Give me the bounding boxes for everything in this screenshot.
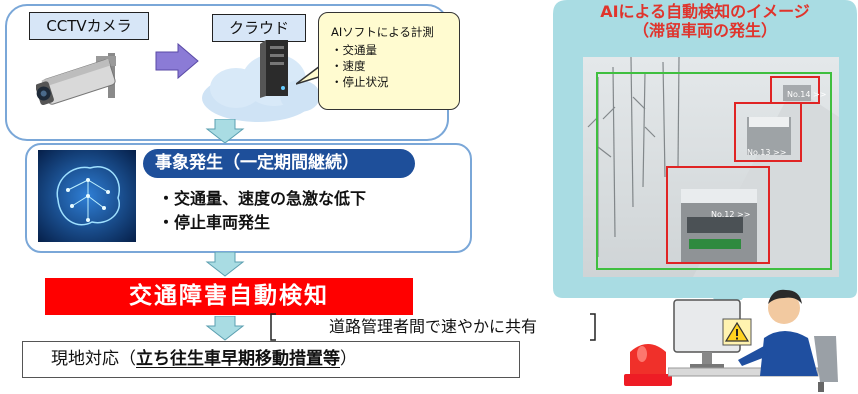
ai-brain-icon — [38, 150, 136, 242]
down-arrow-icon — [205, 252, 245, 277]
ai-image-title-line2: （滞留車両の発生） — [632, 21, 777, 40]
action-prefix: 現地対応（ — [51, 349, 136, 369]
event-bullet-sudden-drop: ・交通量、速度の急激な低下 — [158, 189, 367, 208]
detection-box — [770, 76, 820, 104]
cctv-camera-icon — [36, 53, 116, 106]
rotating-light-icon — [624, 344, 672, 386]
right-arrow-icon — [155, 42, 199, 80]
ai-software-callout: AIソフトによる計測 ・交通量 ・速度 ・停止状況 — [318, 12, 460, 110]
down-arrow-icon — [205, 316, 245, 341]
share-note: 道路管理者間で速やかに共有 — [328, 317, 537, 336]
ai-software-title: AIソフトによる計測 — [331, 25, 434, 39]
ai-image-title-line1: AIによる自動検知のイメージ — [600, 2, 810, 21]
detection-label: No.13 >> — [747, 148, 786, 157]
detection-banner: 交通障害自動検知 — [45, 278, 413, 315]
truck-vehicle — [681, 189, 757, 263]
metric-stop-status: ・停止状況 — [331, 75, 389, 89]
far-vehicle — [783, 85, 811, 101]
cctv-label: CCTVカメラ — [29, 12, 149, 40]
car-vehicle — [747, 117, 791, 155]
detection-area-outline — [596, 72, 832, 270]
action-suffix: ） — [340, 349, 357, 369]
server-icon — [260, 40, 288, 98]
operator-icon — [668, 289, 838, 392]
onsite-response: 現地対応（立ち往生車早期移動措置等） — [22, 341, 520, 378]
cloud-label: クラウド — [212, 14, 306, 42]
metric-speed: ・速度 — [331, 59, 366, 73]
snow-camera-image: No.14 >> No.13 >> No.12 >> — [583, 57, 839, 277]
event-bullet-stopped-vehicle: ・停止車両発生 — [158, 213, 271, 232]
action-emphasis: 立ち往生車早期移動措置等 — [136, 349, 340, 369]
detection-label: No.14 >> — [787, 90, 826, 99]
detection-box — [666, 166, 770, 264]
event-title: 事象発生（一定期間継続） — [143, 149, 415, 178]
detection-box — [734, 102, 802, 162]
metric-traffic-volume: ・交通量 — [331, 43, 377, 57]
share-brackets — [270, 313, 596, 341]
warning-icon — [722, 318, 752, 346]
detection-label: No.12 >> — [711, 210, 750, 219]
down-arrow-icon — [205, 119, 245, 144]
